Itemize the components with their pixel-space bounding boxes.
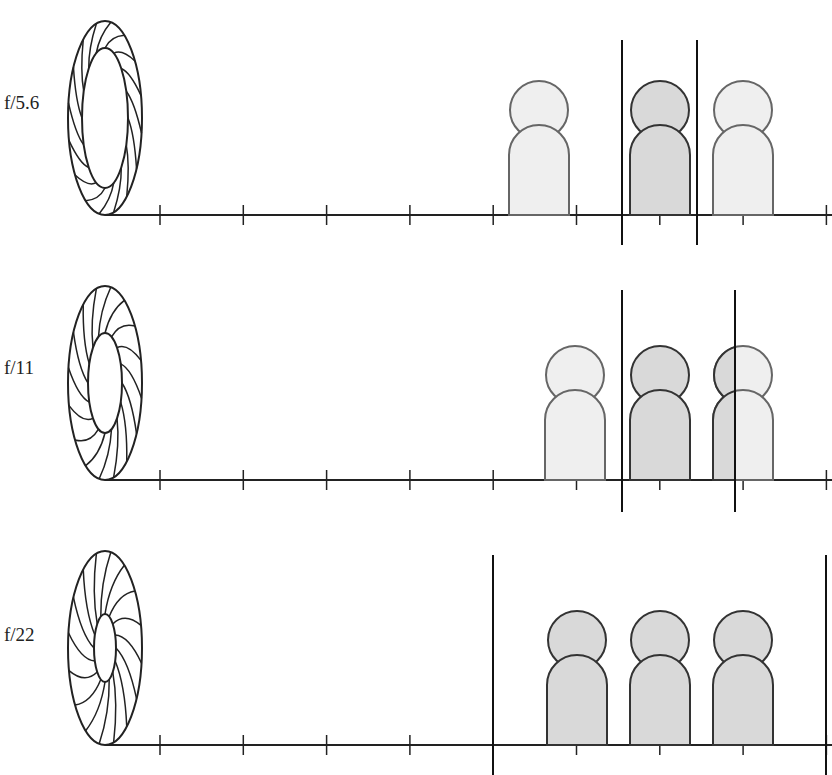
aperture-blade bbox=[73, 67, 82, 118]
focus-limit-line bbox=[734, 290, 736, 512]
axis-tick bbox=[159, 205, 161, 225]
aperture-blade bbox=[83, 570, 95, 635]
axis-tick bbox=[243, 470, 245, 490]
aperture-blade bbox=[99, 429, 111, 479]
axis-tick bbox=[409, 470, 411, 490]
aperture-blade bbox=[68, 633, 94, 661]
aperture-blade bbox=[73, 332, 88, 383]
axis-tick bbox=[243, 205, 245, 225]
aperture-blade bbox=[113, 618, 141, 625]
aperture-opening bbox=[94, 614, 116, 682]
axis-tick bbox=[326, 470, 328, 490]
aperture-ring bbox=[68, 551, 142, 745]
axis-tick bbox=[826, 470, 828, 490]
aperture-ring bbox=[68, 21, 142, 215]
aperture-blade bbox=[92, 289, 96, 348]
aperture-blade bbox=[82, 40, 84, 92]
row-art bbox=[68, 286, 832, 512]
axis-tick bbox=[492, 205, 494, 225]
aperture-blade bbox=[112, 325, 135, 337]
aperture-label: f/5.6 bbox=[4, 92, 39, 114]
row-art bbox=[68, 551, 832, 775]
aperture-blade bbox=[113, 672, 116, 742]
axis-tick bbox=[826, 205, 828, 225]
aperture-blade bbox=[128, 118, 137, 169]
aperture-blade bbox=[83, 305, 89, 364]
axis-tick bbox=[326, 205, 328, 225]
aperture-blade bbox=[75, 679, 101, 705]
person-figure bbox=[545, 346, 605, 480]
row-art bbox=[68, 21, 832, 245]
person-shade bbox=[713, 346, 735, 480]
aperture-blade bbox=[75, 429, 98, 441]
aperture-opening bbox=[88, 333, 122, 433]
aperture-label: f/22 bbox=[4, 624, 35, 646]
person-figure bbox=[630, 611, 690, 745]
aperture-blade bbox=[98, 287, 110, 337]
aperture-blade bbox=[86, 188, 105, 201]
aperture-blade bbox=[94, 554, 97, 624]
person-figure bbox=[713, 81, 773, 215]
aperture-blade bbox=[105, 300, 124, 333]
focus-limit-line bbox=[696, 40, 698, 245]
aperture-label: f/11 bbox=[4, 357, 34, 379]
focus-limit-line bbox=[825, 555, 827, 775]
aperture-blade bbox=[115, 635, 141, 663]
aperture-blade bbox=[86, 433, 105, 466]
aperture-blade bbox=[126, 145, 128, 197]
axis-tick bbox=[409, 735, 411, 755]
axis-tick bbox=[326, 735, 328, 755]
aperture-blade bbox=[115, 661, 127, 726]
axis-tick bbox=[409, 205, 411, 225]
aperture-blade bbox=[105, 35, 124, 48]
aperture-ring bbox=[68, 286, 142, 480]
person-figure bbox=[509, 81, 569, 215]
aperture-blade bbox=[109, 591, 135, 617]
focus-limit-line bbox=[621, 290, 623, 512]
aperture-blade bbox=[68, 368, 89, 402]
focus-limit-line bbox=[621, 40, 623, 245]
axis-tick bbox=[492, 470, 494, 490]
axis-tick bbox=[576, 205, 578, 225]
axis-tick bbox=[159, 470, 161, 490]
aperture-blade bbox=[121, 402, 127, 461]
aperture-blade bbox=[121, 364, 142, 398]
aperture-blade bbox=[114, 418, 118, 477]
person-figure bbox=[630, 81, 690, 215]
focus-limit-line bbox=[492, 555, 494, 775]
axis-tick bbox=[243, 735, 245, 755]
person-figure bbox=[547, 611, 607, 745]
person-figure bbox=[630, 346, 690, 480]
aperture-blade bbox=[69, 671, 97, 678]
aperture-opening bbox=[82, 48, 128, 188]
person-figure bbox=[713, 611, 773, 745]
axis-tick bbox=[159, 735, 161, 755]
aperture-blade bbox=[122, 383, 137, 434]
person-figure bbox=[713, 346, 773, 480]
